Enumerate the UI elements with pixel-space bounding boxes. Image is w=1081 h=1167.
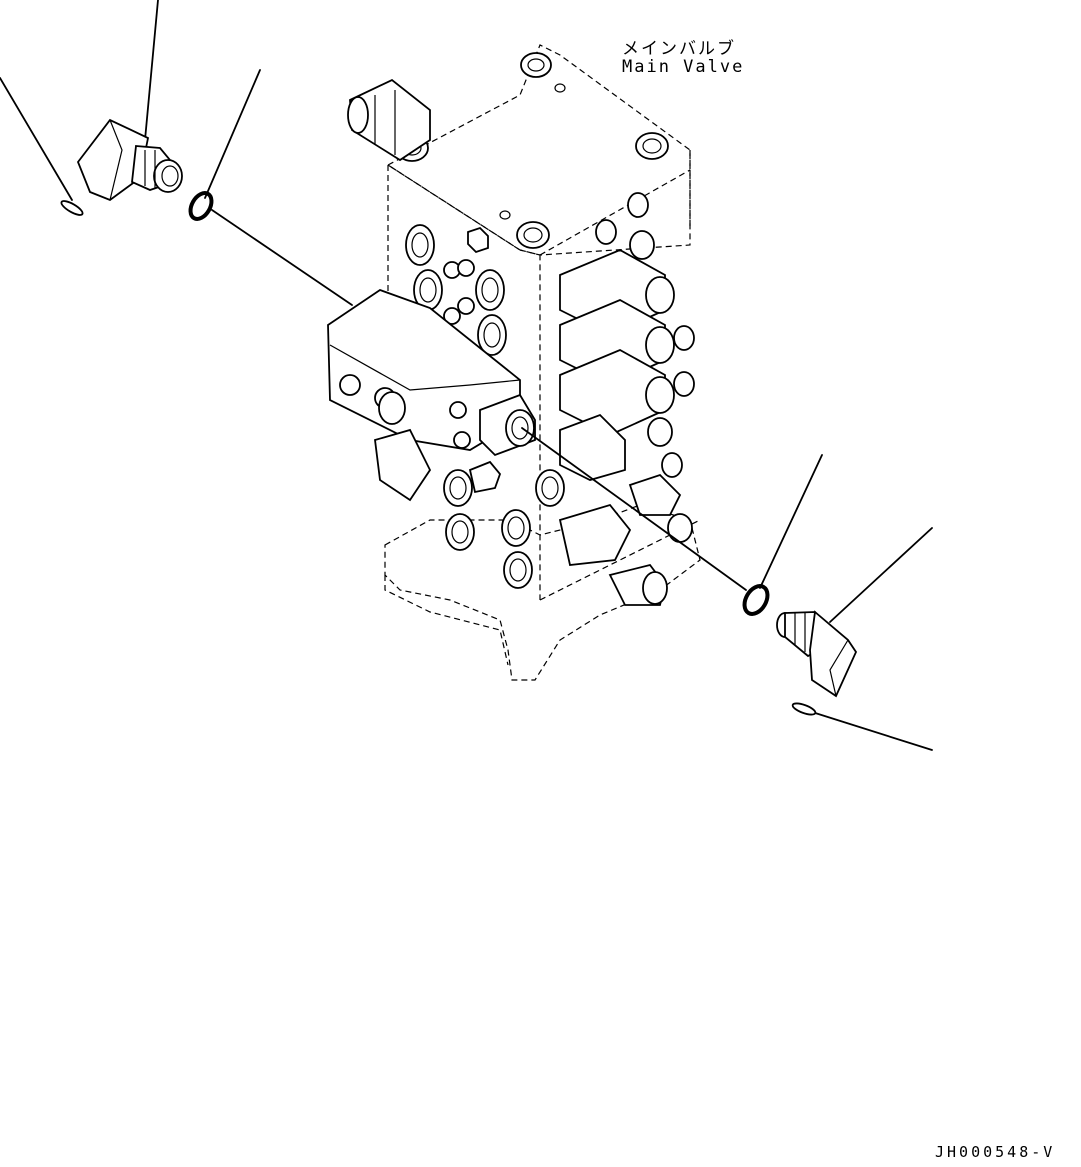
leader-lines: [0, 0, 933, 751]
plug-lower-right: [791, 702, 817, 716]
lower-ports: [443, 393, 693, 606]
figure-code: JH000548-V: [935, 1143, 1056, 1161]
left-face-ports: [405, 224, 507, 356]
o-ring-upper-left: [188, 191, 214, 221]
top-bolts: [395, 52, 669, 249]
main-valve-label-jp: メインバルブ: [622, 39, 736, 59]
elbow-fitting-lower-right: [776, 610, 858, 698]
main-valve-label-en: Main Valve: [622, 57, 745, 77]
side-block: [327, 288, 521, 502]
plug-upper-left: [60, 200, 84, 216]
elbow-fitting-upper-left: [76, 118, 183, 202]
o-ring-lower-right: [742, 584, 770, 616]
right-face-solenoids: [559, 192, 695, 478]
top-solenoid: [347, 78, 431, 162]
